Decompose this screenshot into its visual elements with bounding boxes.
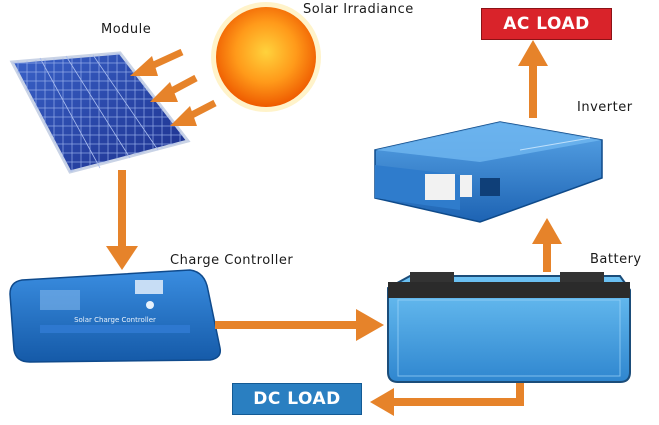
controller-to-battery-arrow: [215, 309, 384, 341]
solar-panel-icon: [9, 51, 191, 174]
dc-load-box: DC LOAD: [232, 383, 362, 415]
battery-icon: [387, 272, 631, 383]
module-label: Module: [101, 22, 152, 37]
inverter-to-ac-load-arrow: [518, 40, 548, 118]
charge-controller-icon: Solar Charge Controller: [9, 269, 222, 363]
battery-to-inverter-arrow: [532, 218, 562, 272]
solar-irradiance-label: Solar Irradiance: [303, 2, 414, 17]
battery-to-dc-load-arrow: [370, 383, 524, 416]
irradiance-arrows: [130, 48, 217, 126]
charge-controller-label: Charge Controller: [170, 253, 294, 268]
inverter-icon: [374, 121, 603, 223]
inverter-label: Inverter: [577, 100, 633, 115]
module-to-controller-arrow: [106, 170, 138, 270]
ac-load-box: AC LOAD: [481, 8, 612, 40]
sun-icon: [211, 2, 321, 112]
battery-label: Battery: [590, 252, 642, 267]
controller-panel-text: Solar Charge Controller: [74, 316, 156, 324]
